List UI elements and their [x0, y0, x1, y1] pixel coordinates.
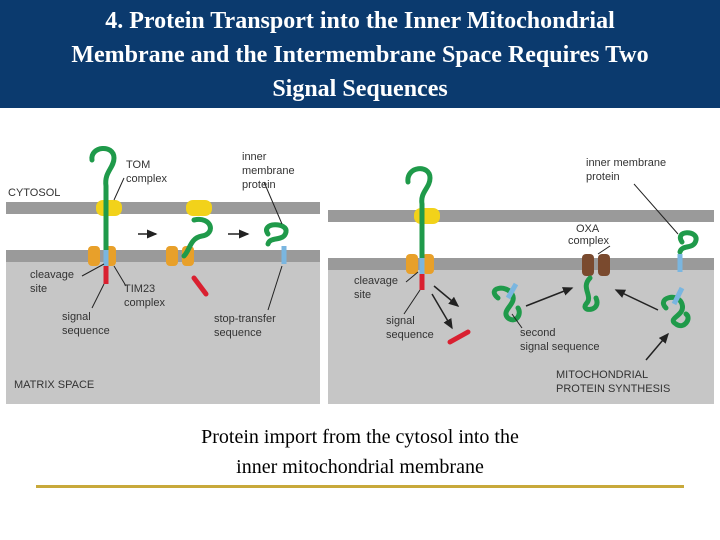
right-tim23-complex-b [422, 254, 434, 274]
pointer-right-signal [403, 289, 421, 315]
label-matrix-space: MATRIX SPACE [14, 379, 94, 391]
pointer-signal [91, 283, 105, 309]
label-stop-transfer-1: stop-transfer [214, 313, 276, 325]
protein-chain-2 [181, 216, 213, 259]
second-signal-1 [505, 282, 519, 300]
title-line-2: Membrane and the Intermembrane Space Req… [71, 42, 649, 68]
pointer-oxa [597, 245, 611, 255]
right-protein-chain [405, 166, 433, 261]
title-line-1: 4. Protein Transport into the Inner Mito… [105, 8, 615, 34]
label-right-inner-membrane-2: protein [586, 171, 620, 183]
slide-title: 4. Protein Transport into the Inner Mito… [0, 4, 720, 106]
label-inner-membrane-1: inner [242, 151, 267, 163]
label-right-signal-1: signal [386, 315, 415, 327]
inserted-protein-1 [264, 222, 289, 247]
right-tim23-complex-a [406, 254, 418, 274]
right-matrix-space [328, 270, 714, 404]
pointer-cleavage [81, 263, 105, 277]
label-right-signal-2: sequence [386, 329, 434, 341]
oxa-complex-b [598, 254, 610, 276]
right-cleaved-signal [447, 329, 471, 345]
caption-line-2: inner mitochondrial membrane [236, 456, 484, 478]
caption-underline [36, 485, 684, 488]
oxa-inserting-protein [582, 275, 600, 312]
label-signal-sequence-1: signal [62, 311, 91, 323]
matrix-protein-1 [491, 285, 522, 323]
pointer-inner-protein [263, 181, 283, 225]
right-outer-membrane [328, 210, 714, 222]
label-mito-synthesis-1: MITOCHONDRIAL [556, 369, 648, 381]
label-tom-complex-2: complex [126, 173, 167, 185]
protein-chain-1 [89, 146, 117, 253]
left-inner-membrane [6, 250, 320, 262]
label-second-signal-2: signal sequence [520, 341, 600, 353]
right-panel: inner membrane protein OXA complex cleav… [328, 138, 714, 404]
label-cytosol: CYTOSOL [8, 187, 60, 199]
label-cleavage-site-1: cleavage [30, 269, 74, 281]
label-tim23-2: complex [124, 297, 165, 309]
label-oxa-1: OXA [576, 223, 600, 235]
pointer-stop-transfer [267, 265, 283, 311]
label-cleavage-site-2: site [30, 283, 47, 295]
matrix-protein-2 [661, 294, 691, 329]
label-tom-complex-1: TOM [126, 159, 150, 171]
label-right-inner-membrane-1: inner membrane [586, 157, 666, 169]
cleaved-signal-1 [191, 275, 209, 297]
right-arrow-from-matrix [614, 289, 659, 311]
right-tom-complex [414, 208, 440, 224]
label-oxa-2: complex [568, 235, 609, 247]
protein-import-diagram: CYTOSOL MATRIX SPACE TOM complex inner m… [6, 138, 714, 404]
label-right-cleavage-1: cleavage [354, 275, 398, 287]
tom-complex-1 [96, 200, 122, 216]
tom-complex-2 [186, 200, 212, 216]
label-inner-membrane-3: protein [242, 179, 276, 191]
label-signal-sequence-2: sequence [62, 325, 110, 337]
label-inner-membrane-2: membrane [242, 165, 295, 177]
label-stop-transfer-2: sequence [214, 327, 262, 339]
title-banner: 4. Protein Transport into the Inner Mito… [0, 0, 720, 108]
caption-line-1: Protein import from the cytosol into the [201, 426, 519, 448]
left-matrix-space [6, 262, 320, 404]
right-arrow-release [433, 285, 460, 307]
second-signal-2 [671, 286, 685, 306]
tim23-complex-2a [166, 246, 178, 266]
right-inner-membrane [328, 258, 714, 270]
figure-caption: Protein import from the cytosol into the… [120, 422, 600, 482]
label-right-cleavage-2: site [354, 289, 371, 301]
tim23-complex-1a [88, 246, 100, 266]
right-inserted-protein [677, 230, 699, 255]
oxa-complex-a [582, 254, 594, 276]
pointer-right-inner-protein [633, 183, 679, 235]
label-tim23-1: TIM23 [124, 283, 155, 295]
label-second-signal-1: second [520, 327, 555, 339]
pointer-second-signal [511, 313, 523, 329]
title-line-3: Signal Sequences [272, 76, 448, 102]
right-arrow-signal [431, 293, 453, 330]
pointer-tim23 [113, 265, 127, 287]
label-mito-synthesis-2: PROTEIN SYNTHESIS [556, 383, 670, 395]
left-outer-membrane [6, 202, 320, 214]
pointer-right-cleavage [405, 271, 419, 283]
right-arrow-to-oxa [525, 287, 574, 307]
pointer-tom [113, 177, 125, 201]
right-arrow-synthesis [645, 332, 669, 361]
left-panel: CYTOSOL MATRIX SPACE TOM complex inner m… [6, 138, 320, 404]
